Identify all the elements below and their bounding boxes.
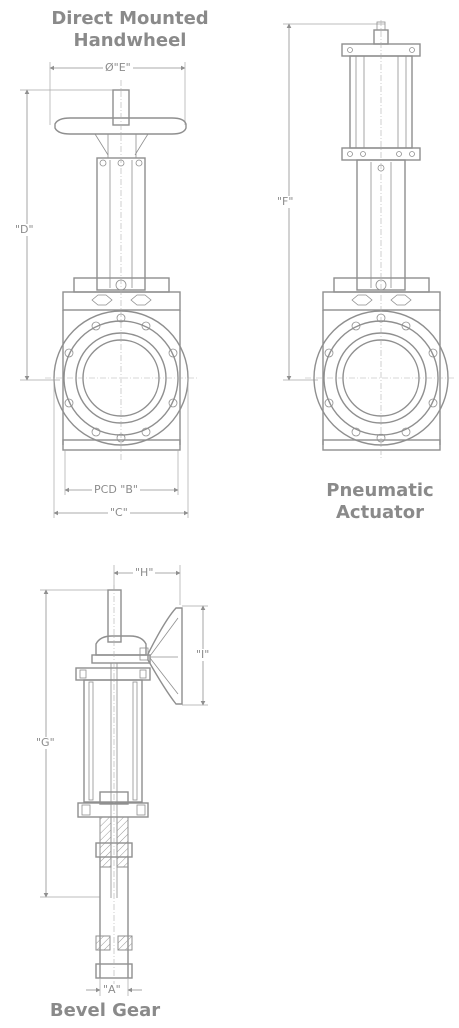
title-pneumatic-line1: Pneumatic	[326, 480, 434, 501]
flange-bolt-holes	[324, 313, 438, 443]
title-handwheel: Direct Mounted Handwheel	[40, 8, 220, 52]
gear-input-shaft	[107, 589, 122, 643]
gear-output-boss	[139, 647, 149, 661]
bevel-gear-valve-drawing	[40, 565, 208, 996]
bonnet	[62, 291, 181, 311]
bonnet-bolt	[81, 804, 91, 816]
side-handwheel	[147, 607, 183, 705]
title-handwheel-line2: Handwheel	[73, 30, 187, 51]
gland-nut	[130, 294, 152, 306]
gearbox-housing	[95, 635, 147, 656]
yoke-post	[88, 681, 94, 801]
handwheel-valve-drawing	[20, 62, 197, 518]
yoke-bolt	[135, 159, 143, 167]
yoke-bolt	[375, 279, 387, 291]
dim-label-i: "I"	[194, 648, 212, 661]
packing-left	[99, 816, 112, 868]
plate-bolt	[139, 669, 147, 679]
handwheel-hub	[107, 133, 137, 159]
dim-label-d: "D"	[13, 223, 36, 236]
body-base	[322, 439, 441, 451]
gland-nut	[91, 294, 113, 306]
title-pneumatic-line2: Actuator	[335, 502, 424, 523]
yoke-bolt	[99, 159, 107, 167]
title-handwheel-line1: Direct Mounted	[51, 8, 209, 29]
handwheel-spoke	[149, 617, 179, 657]
handwheel-spokes	[94, 133, 149, 156]
dim-label-f: "F"	[275, 195, 296, 208]
bevel-yoke	[83, 679, 143, 803]
dim-label-h: "H"	[133, 566, 156, 579]
mounting-plate	[75, 667, 151, 681]
yoke-post	[132, 681, 138, 801]
body-base	[62, 439, 181, 451]
gearbox-flange	[91, 654, 151, 664]
gland-nut	[351, 294, 373, 306]
packing-right	[116, 816, 129, 868]
bonnet	[322, 291, 441, 311]
dim-label-c: "C"	[108, 506, 130, 519]
bonnet-flange	[77, 802, 149, 818]
dim-label-b: PCD "B"	[92, 483, 140, 496]
title-bevel-gear: Bevel Gear	[49, 1000, 161, 1021]
seat-right	[117, 935, 133, 951]
plate-bolt	[79, 669, 87, 679]
cap-bolts	[347, 47, 415, 157]
dim-label-a: "A"	[101, 983, 123, 996]
pneumatic-valve-drawing	[283, 20, 455, 460]
bonnet-bolt	[136, 804, 146, 816]
dim-label-e: Ø"E"	[103, 61, 133, 74]
title-pneumatic: Pneumatic Actuator	[300, 480, 459, 524]
handwheel-rim	[54, 117, 187, 135]
dim-label-g: "G"	[34, 736, 57, 749]
gland-nut	[390, 294, 412, 306]
seat-left	[95, 935, 111, 951]
handwheel-spoke	[149, 657, 179, 695]
